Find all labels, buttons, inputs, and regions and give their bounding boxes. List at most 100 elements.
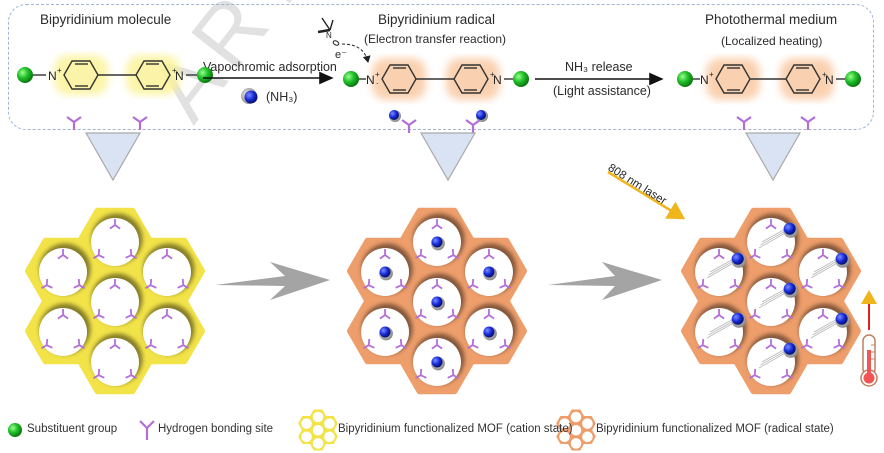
mof-pore bbox=[142, 308, 191, 356]
hydrogen-bond-site-icon bbox=[447, 368, 459, 379]
hydrogen-bond-site-icon bbox=[466, 278, 479, 289]
motion-streak bbox=[760, 351, 785, 366]
yellow-mof-icon bbox=[298, 409, 338, 451]
motion-streak bbox=[760, 231, 785, 246]
substituent-sphere-icon bbox=[197, 67, 213, 83]
mof-radical-state-heated bbox=[681, 207, 861, 395]
hydrogen-bond-site-icon bbox=[161, 309, 173, 320]
hydrogen-bond-site-icon bbox=[363, 338, 375, 349]
nh3-molecule-icon bbox=[835, 252, 851, 268]
orange-mof-icon bbox=[556, 409, 596, 451]
hydrogen-bond-site-icon bbox=[781, 368, 793, 379]
stage-3-title: Photothermal medium bbox=[705, 12, 838, 27]
hydrogen-bond-site-icon bbox=[177, 338, 189, 349]
arrow-1-bottom-label: (NH₃) bbox=[266, 90, 298, 104]
motion-streak bbox=[810, 323, 837, 339]
mof-pore bbox=[582, 431, 593, 443]
svg-text:+: + bbox=[822, 70, 827, 79]
legend-label-hbond-site: Hydrogen bonding site bbox=[158, 423, 274, 435]
hydrogen-bond-site-icon bbox=[401, 119, 481, 133]
motion-streak bbox=[758, 353, 785, 369]
mof-pore bbox=[39, 308, 88, 356]
mof-pore bbox=[301, 418, 312, 429]
hydrogen-bond-site-icon bbox=[41, 278, 53, 289]
hydrogen-bond-site-icon bbox=[73, 278, 86, 289]
thermometer-icon bbox=[860, 334, 878, 387]
motion-streak bbox=[812, 321, 837, 336]
stage-1-title: Bipyridinium molecule bbox=[40, 12, 172, 27]
mof-radical-state-loaded bbox=[347, 207, 527, 395]
mof-pore bbox=[142, 248, 191, 296]
stage-3-subtitle: (Localized heating) bbox=[721, 34, 823, 48]
hydrogen-bond-site-icon bbox=[749, 308, 761, 319]
electron-label: e⁻ bbox=[335, 49, 347, 61]
hydrogen-bond-site-icon bbox=[66, 116, 148, 130]
motion-streak bbox=[810, 263, 837, 279]
svg-text:N: N bbox=[175, 69, 184, 83]
hydrogen-bond-site-icon bbox=[800, 278, 813, 289]
hydrogen-bond-site-icon bbox=[57, 249, 69, 260]
hydrogen-bond-site-icon bbox=[483, 309, 495, 320]
mof-pore bbox=[570, 411, 582, 423]
legend-label-mof-radical: Bipyridinium functionalized MOF (radical… bbox=[596, 423, 834, 435]
hydrogen-bond-site-icon bbox=[697, 338, 709, 349]
svg-text:N: N bbox=[366, 73, 375, 87]
nh3-molecule-icon bbox=[389, 110, 401, 122]
hydrogen-bond-site-icon bbox=[697, 278, 709, 289]
hydrogen-bond-site-icon bbox=[431, 219, 443, 230]
hydrogen-bond-site-icon bbox=[125, 248, 137, 259]
svg-text:N: N bbox=[48, 69, 57, 83]
hydrogen-bond-site-icon bbox=[713, 249, 725, 260]
mof-pore bbox=[312, 424, 324, 436]
substituent-sphere-icon bbox=[845, 71, 861, 87]
mof-pore bbox=[324, 418, 335, 429]
svg-text:+: + bbox=[490, 70, 495, 79]
hydrogen-bond-site-icon bbox=[395, 338, 408, 349]
hydrogen-bond-site-icon bbox=[379, 249, 391, 260]
arrow-1-top-label: Vapochromic adsorption bbox=[203, 60, 337, 74]
nh3-molecule-icon bbox=[431, 236, 445, 251]
stage-2-subtitle: (Electron transfer reaction) bbox=[364, 32, 507, 46]
nh3-molecule-icon bbox=[431, 356, 445, 371]
hydrogen-bond-site-icon bbox=[109, 279, 121, 290]
mof-pore bbox=[301, 431, 312, 443]
hydrogen-bond-site-icon bbox=[144, 338, 157, 349]
hydrogen-bond-site-icon bbox=[125, 308, 137, 319]
hydrogen-bond-site-icon bbox=[765, 279, 777, 290]
motion-streak bbox=[758, 293, 785, 309]
hydrogen-bond-site-icon bbox=[817, 249, 829, 260]
substituent-sphere-icon bbox=[17, 67, 33, 83]
legend bbox=[8, 409, 596, 451]
green-sphere-icon bbox=[8, 423, 22, 437]
hydrogen-bond-site-icon bbox=[466, 338, 479, 349]
motion-streak bbox=[708, 321, 733, 336]
arrow-2-bottom-label: (Light assistance) bbox=[553, 84, 651, 98]
substituent-sphere-icon bbox=[677, 71, 693, 87]
process-arrow-1 bbox=[215, 262, 330, 300]
hydrogen-bond-site-icon bbox=[483, 249, 495, 260]
motion-streak bbox=[709, 319, 733, 333]
arrow-2-top-label: NH₃ release bbox=[565, 60, 633, 74]
hydrogen-bond-site-icon bbox=[736, 116, 816, 130]
svg-text:+: + bbox=[709, 70, 714, 79]
hydrogen-bond-site-icon bbox=[139, 420, 155, 440]
mof-pore bbox=[559, 431, 570, 443]
hydrogen-bond-site-icon bbox=[57, 309, 69, 320]
nh3-molecule-icon bbox=[783, 342, 799, 358]
mof-pore bbox=[570, 424, 582, 436]
svg-text:+: + bbox=[172, 66, 177, 75]
electron-transfer-arrow bbox=[341, 43, 371, 63]
hydrogen-bond-site-icon bbox=[177, 278, 189, 289]
nh3-molecule-icon bbox=[241, 88, 258, 104]
zoom-funnel bbox=[84, 132, 802, 182]
svg-text:+: + bbox=[375, 70, 380, 79]
svg-text:+: + bbox=[57, 66, 62, 75]
substituent-sphere-icon bbox=[513, 71, 529, 87]
hydrogen-bond-site-icon bbox=[93, 308, 105, 319]
nh3-molecule-icon bbox=[731, 312, 747, 328]
hydrogen-bond-site-icon bbox=[781, 248, 793, 259]
svg-text:N: N bbox=[700, 73, 709, 87]
motion-streak bbox=[760, 291, 785, 306]
hydrogen-bond-site-icon bbox=[109, 339, 121, 350]
